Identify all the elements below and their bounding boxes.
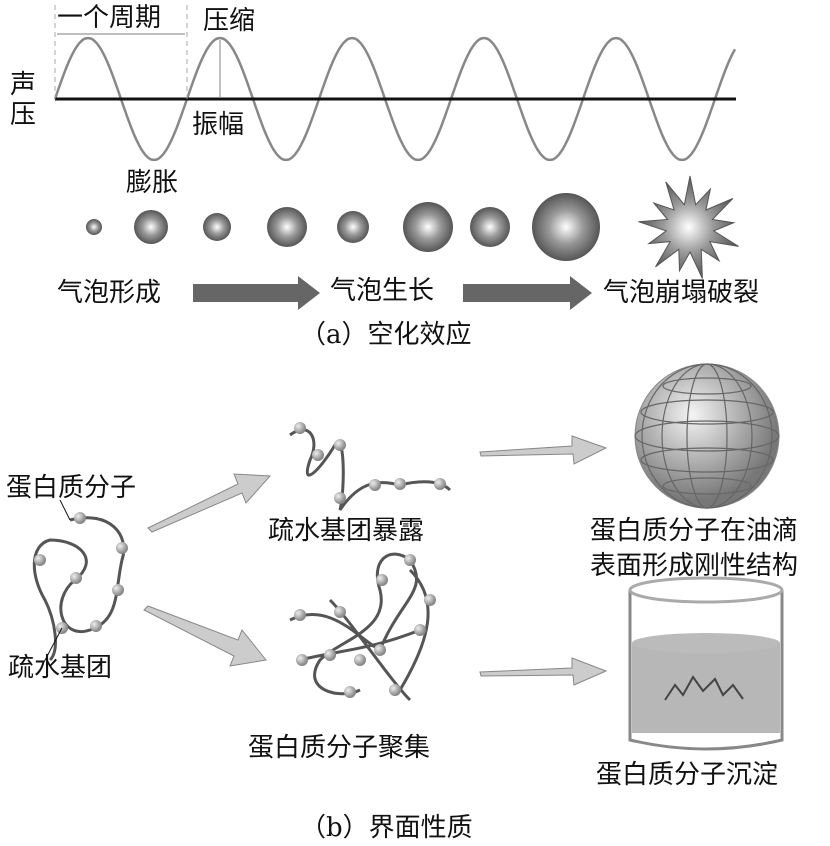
bubble [267,207,307,247]
period-label: 一个周期 [57,3,162,33]
exposed-protein-chain [289,422,452,511]
arrow-to-exposed [147,473,272,533]
caption-a: （a）空化效应 [300,320,472,350]
hydrophobic-pointer [43,627,63,663]
bubble [470,207,510,247]
protein-pointer [59,499,71,521]
bubble [134,210,168,244]
beaker-precipitate [628,576,784,751]
arrow-to-aggregate [143,605,267,667]
rigid-label-2: 表面形成刚性结构 [590,551,799,581]
bubble [532,193,600,261]
sound-pressure-label-2: 压 [10,100,37,130]
stage-arrow-1 [193,276,320,310]
stage-bubble-formation: 气泡形成 [57,278,162,308]
bubble [403,202,453,252]
amplitude-label: 振幅 [192,110,245,140]
hydrophobic-label: 疏水基团 [8,653,113,683]
arrow-to-precipitate [479,657,608,686]
aggregate-label: 蛋白质分子聚集 [248,733,431,763]
sound-pressure-label-1: 声 [10,70,37,100]
oil-droplet-sphere [634,363,780,509]
exposed-label: 疏水基团暴露 [268,516,425,546]
sound-wave [53,36,737,162]
bubble [337,211,369,243]
protein-label: 蛋白质分子 [6,473,137,503]
rigid-label-1: 蛋白质分子在油滴 [590,516,799,546]
stage-bubble-collapse: 气泡崩塌破裂 [603,278,760,308]
precipitate-label: 蛋白质分子沉淀 [596,760,779,790]
stage-bubble-growth: 气泡生长 [330,276,435,306]
caption-b: （b）界面性质 [300,813,473,843]
bubbles [86,175,739,279]
arrow-to-rigid [479,435,608,465]
protein-molecule [32,516,126,662]
stage-arrow-2 [463,276,592,310]
bubble-collapse-burst [638,175,739,279]
compression-label: 压缩 [203,6,256,36]
expansion-label: 膨胀 [126,168,179,198]
bubble [86,219,102,235]
aggregated-proteins [289,552,436,702]
bubble [203,213,231,241]
